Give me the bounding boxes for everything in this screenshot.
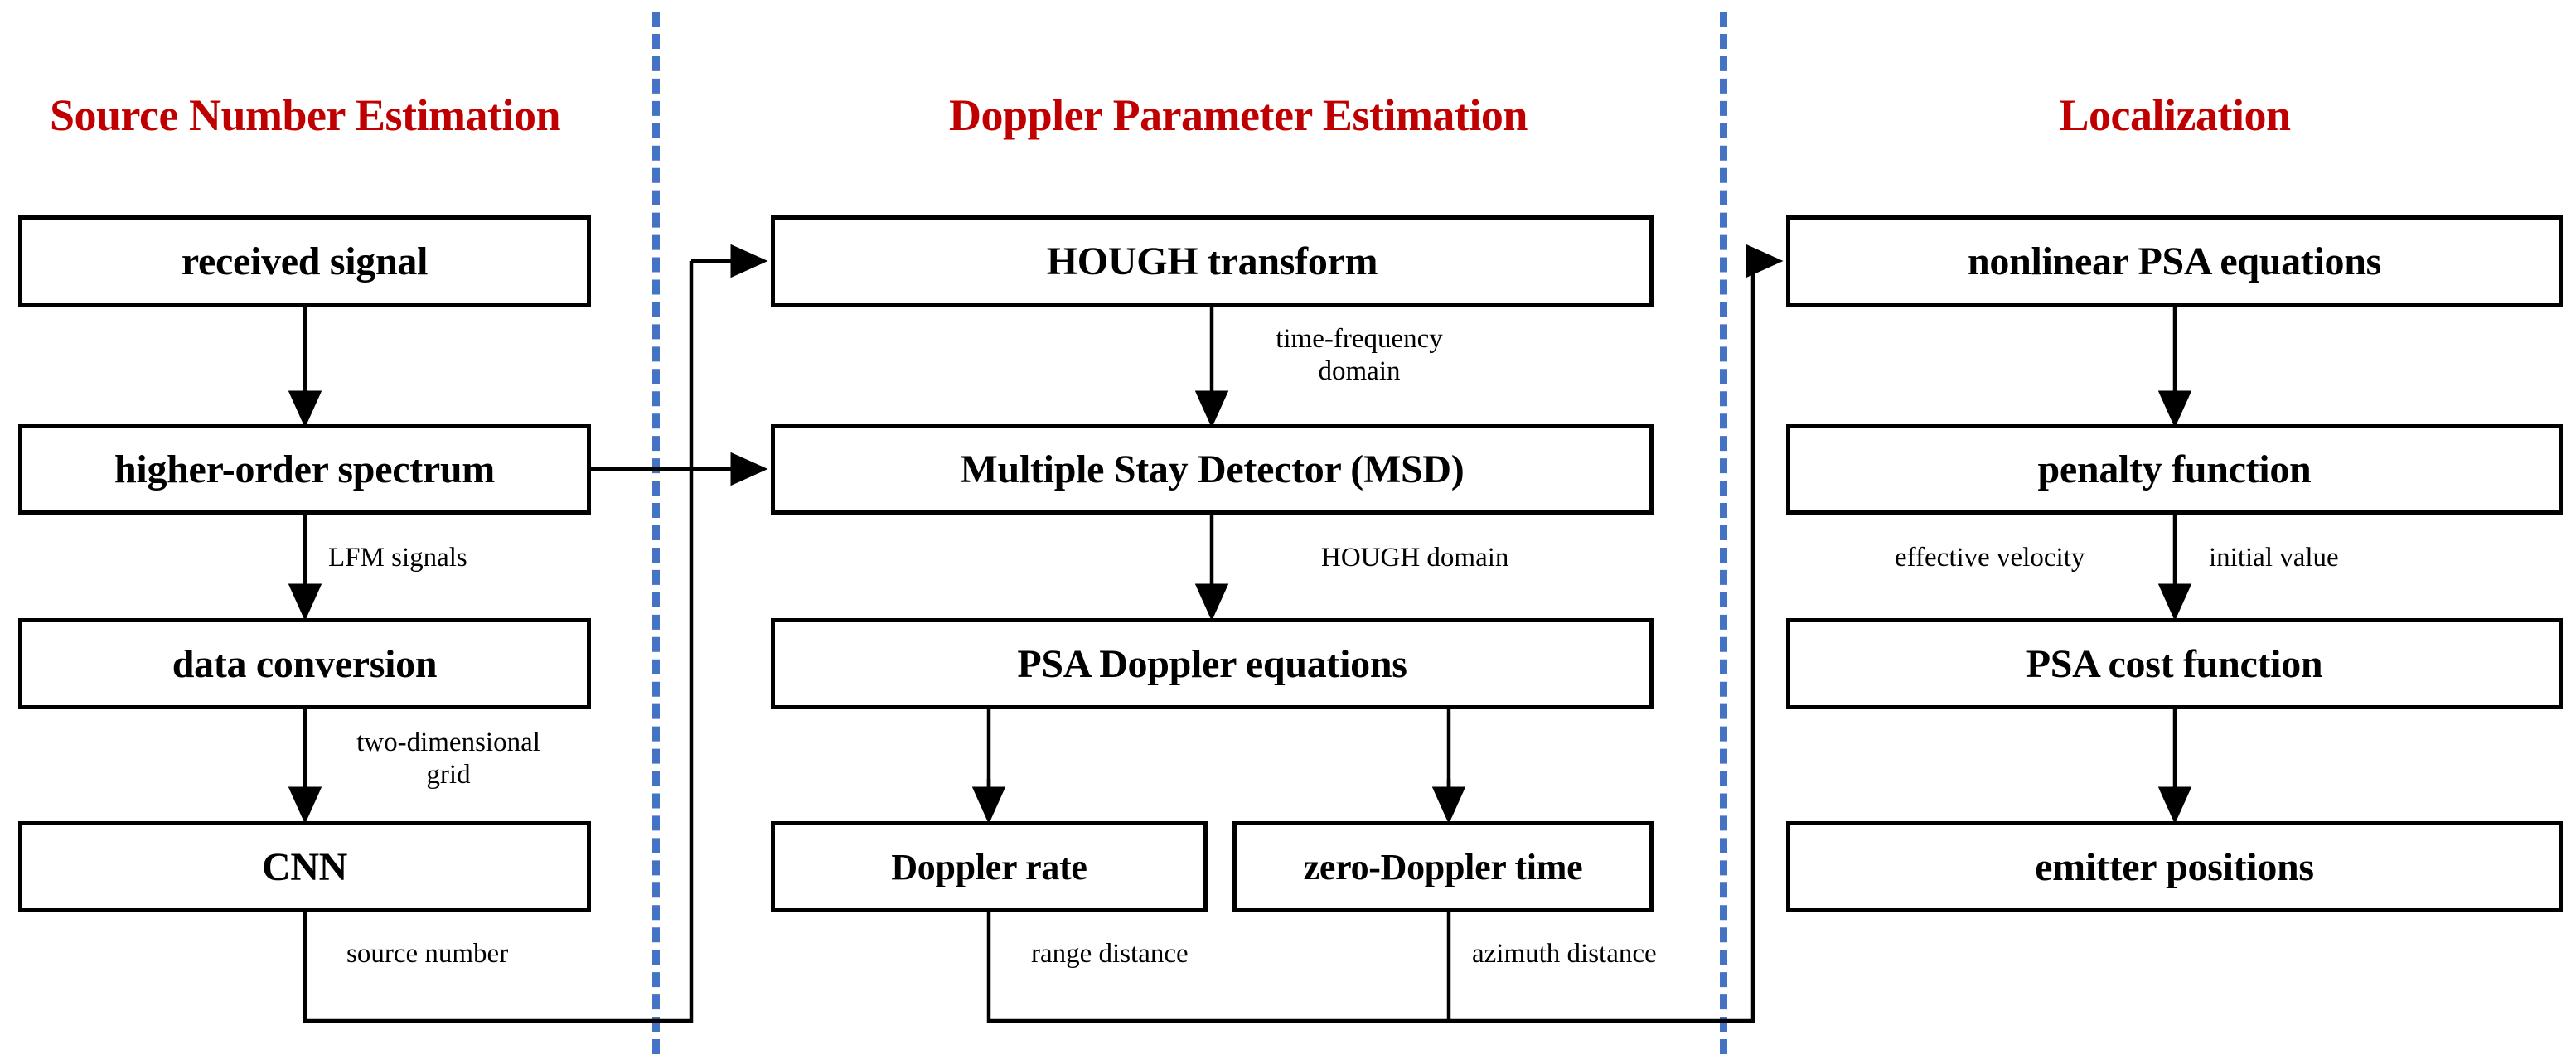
- edge-label-initial-value: initial value: [2209, 543, 2339, 573]
- column-title-source-number-estimation: Source Number Estimation: [49, 90, 561, 140]
- edge-label-azimuth-distance: azimuth distance: [1472, 939, 1657, 969]
- node-psa-doppler-equations-label: PSA Doppler equations: [1017, 641, 1407, 686]
- edge-label-source-number: source number: [346, 939, 509, 969]
- edge-label-lfm-signals: LFM signals: [328, 543, 467, 573]
- edge-label-range-distance: range distance: [1031, 939, 1189, 969]
- edge-label-two-dimensional-grid: two-dimensional grid: [328, 727, 569, 791]
- column-title-localization: Localization: [2059, 90, 2291, 140]
- edge-label-time-frequency-domain: time-frequency domain: [1235, 323, 1484, 388]
- node-higher-order-spectrum-label: higher-order spectrum: [114, 447, 495, 491]
- edge-label-two-dimensional-grid-line2: grid: [426, 759, 471, 790]
- lane-divider-left: [652, 12, 660, 1054]
- node-penalty-function-label: penalty function: [2037, 447, 2312, 491]
- edge-label-two-dimensional-grid-line1: two-dimensional: [356, 728, 540, 757]
- node-nonlinear-psa-equations[interactable]: nonlinear PSA equations: [1786, 215, 2563, 307]
- column-title-doppler-parameter-estimation: Doppler Parameter Estimation: [949, 90, 1528, 140]
- node-psa-cost-function[interactable]: PSA cost function: [1786, 618, 2563, 709]
- node-data-conversion[interactable]: data conversion: [18, 618, 591, 709]
- edge-label-time-frequency-line1: time-frequency: [1276, 324, 1443, 354]
- node-doppler-rate-label: Doppler rate: [891, 846, 1087, 887]
- node-cnn[interactable]: CNN: [18, 821, 591, 912]
- node-multiple-stay-detector[interactable]: Multiple Stay Detector (MSD): [771, 424, 1654, 515]
- node-psa-doppler-equations[interactable]: PSA Doppler equations: [771, 618, 1654, 709]
- node-zero-doppler-time[interactable]: zero-Doppler time: [1232, 821, 1654, 912]
- node-nonlinear-psa-equations-label: nonlinear PSA equations: [1967, 239, 2382, 283]
- node-zero-doppler-time-label: zero-Doppler time: [1303, 846, 1583, 887]
- node-emitter-positions[interactable]: emitter positions: [1786, 821, 2563, 912]
- node-received-signal-label: received signal: [181, 239, 429, 283]
- node-multiple-stay-detector-label: Multiple Stay Detector (MSD): [960, 447, 1465, 491]
- edge-label-hough-domain: HOUGH domain: [1321, 543, 1509, 573]
- node-data-conversion-label: data conversion: [172, 641, 438, 686]
- node-penalty-function[interactable]: penalty function: [1786, 424, 2563, 515]
- node-psa-cost-function-label: PSA cost function: [2026, 641, 2323, 686]
- edge-label-time-frequency-line2: domain: [1318, 355, 1401, 386]
- node-received-signal[interactable]: received signal: [18, 215, 591, 307]
- node-hough-transform-label: HOUGH transform: [1046, 239, 1378, 283]
- lane-divider-right: [1720, 12, 1727, 1054]
- node-higher-order-spectrum[interactable]: higher-order spectrum: [18, 424, 591, 515]
- node-emitter-positions-label: emitter positions: [2035, 844, 2314, 889]
- node-cnn-label: CNN: [261, 844, 348, 889]
- node-doppler-rate[interactable]: Doppler rate: [771, 821, 1208, 912]
- node-hough-transform[interactable]: HOUGH transform: [771, 215, 1654, 307]
- edge-label-effective-velocity: effective velocity: [1895, 543, 2085, 573]
